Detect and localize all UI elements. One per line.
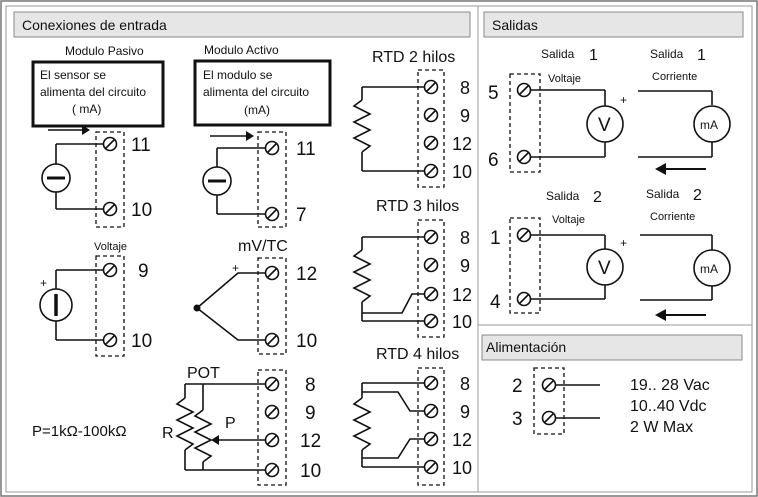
- terminal-label: 10: [131, 331, 152, 352]
- pot-r-label: R: [162, 425, 174, 442]
- passive-module-title: Modulo Pasivo: [65, 44, 144, 58]
- active-module: Modulo Activo El modulo se alimenta del …: [193, 43, 332, 228]
- output-subtitle: Voltaje: [552, 214, 585, 226]
- output-title: Salida: [650, 47, 684, 61]
- terminal-label: 8: [460, 78, 470, 98]
- passive-box-line-1: El sensor se: [40, 68, 106, 82]
- passive-module: Modulo Pasivo El sensor se alimenta del …: [31, 44, 165, 228]
- terminal-label: 10: [452, 162, 472, 182]
- output-subtitle: Corriente: [650, 211, 695, 223]
- output-title: Salida: [541, 47, 575, 61]
- terminal-label: 7: [296, 205, 307, 226]
- plus-sign: +: [232, 261, 239, 275]
- terminal-label: 8: [460, 374, 470, 394]
- output-number: 2: [693, 187, 702, 204]
- arrow-left-icon: [655, 163, 666, 175]
- rtd-4-wire: RTD 4 hilos 8 9 12 10: [353, 346, 472, 486]
- rtd-2-wire: RTD 2 hilos 8 9 12 10: [353, 49, 472, 188]
- terminal-label: 8: [460, 228, 470, 248]
- meter-label: mA: [700, 118, 718, 132]
- terminal-label: 10: [452, 312, 472, 332]
- power-spec-line-2: 10..40 Vdc: [630, 398, 707, 415]
- power-spec-line-1: 19.. 28 Vac: [630, 377, 710, 394]
- inputs-section-title: Conexiones de entrada: [22, 17, 167, 33]
- rtd-3-wire-title: RTD 3 hilos: [376, 198, 459, 215]
- pot-input-title: POT: [187, 365, 220, 382]
- terminal-label: 9: [138, 261, 149, 282]
- arrow-right-icon: [82, 125, 90, 135]
- terminal-label: 11: [296, 139, 316, 160]
- terminal-label: 5: [488, 83, 499, 104]
- mvtc-input: mV/TC + 12 10: [193, 238, 317, 355]
- terminal-label: 3: [512, 409, 523, 430]
- power-section-title: Alimentación: [486, 339, 566, 355]
- terminal-label: 10: [300, 461, 321, 482]
- active-box-line-2: alimenta del circuito: [203, 85, 309, 99]
- terminal-label: 12: [300, 431, 321, 452]
- terminal-label: 8: [305, 375, 316, 396]
- meter-label: V: [598, 258, 611, 279]
- terminal-label: 9: [460, 256, 470, 276]
- outputs-section: Salidas Salida 1 Voltaje V + 5 6 Salida …: [483, 11, 744, 321]
- arrow-right-icon: [246, 131, 254, 141]
- terminal-label: 10: [296, 331, 317, 352]
- passive-box-line-2: alimenta del circuito: [40, 85, 146, 99]
- rtd-2-wire-title: RTD 2 hilos: [372, 49, 455, 66]
- terminal-label: 9: [460, 402, 470, 422]
- output-subtitle: Voltaje: [548, 73, 581, 85]
- rtd-4-wire-title: RTD 4 hilos: [376, 346, 459, 363]
- terminal-label: 2: [512, 376, 523, 397]
- active-module-title: Modulo Activo: [204, 43, 279, 57]
- arrow-left-icon: [655, 309, 666, 321]
- wiper-arrow-icon: [211, 435, 219, 445]
- meter-label: V: [598, 115, 611, 136]
- output-1-voltage: Salida 1 Voltaje V + 5 6: [488, 47, 627, 173]
- output-1-current: Salida 1 Corriente mA: [638, 47, 731, 175]
- pot-input: POT R P 8 9 12 10 P=1kΩ-100kΩ: [32, 365, 321, 486]
- pot-range-formula: P=1kΩ-100kΩ: [32, 423, 127, 440]
- terminal-label: 10: [131, 200, 152, 221]
- terminal-label: 12: [452, 134, 472, 154]
- terminal-label: 12: [296, 264, 317, 285]
- inputs-section: Conexiones de entrada Modulo Pasivo El s…: [13, 11, 472, 486]
- terminal-label: 9: [305, 403, 316, 424]
- voltage-input: Voltaje + 9 10: [39, 241, 152, 357]
- passive-box-line-3: ( mA): [72, 102, 101, 116]
- thermocouple-junction-icon: [193, 304, 201, 312]
- output-2-current: Salida 2 Corriente mA: [640, 187, 731, 321]
- power-spec-line-3: 2 W Max: [630, 419, 693, 436]
- terminal-label: 1: [490, 228, 501, 249]
- meter-label: mA: [700, 262, 718, 276]
- output-subtitle: Corriente: [652, 71, 697, 83]
- terminal-label: 6: [488, 150, 499, 171]
- active-box-line-1: El modulo se: [203, 68, 273, 82]
- terminal-label: 12: [452, 285, 472, 305]
- power-section: Alimentación 2 3 19.. 28 Vac 10..40 Vdc …: [481, 334, 743, 436]
- outputs-section-title: Salidas: [492, 17, 538, 33]
- output-2-voltage: Salida 2 Voltaje V + 1 4: [490, 189, 627, 314]
- plus-sign: +: [620, 93, 627, 107]
- voltage-input-title: Voltaje: [94, 241, 127, 253]
- plus-sign: +: [40, 276, 47, 290]
- output-title: Salida: [546, 189, 580, 203]
- terminal-label: 9: [460, 106, 470, 126]
- output-number: 1: [697, 47, 706, 64]
- active-box-line-3: (mA): [244, 103, 270, 117]
- pot-p-label: P: [225, 415, 236, 432]
- plus-sign: +: [620, 236, 627, 250]
- terminal-label: 4: [490, 292, 501, 313]
- terminal-label: 10: [452, 458, 472, 478]
- output-number: 2: [593, 189, 602, 206]
- terminal-label: 12: [452, 430, 472, 450]
- output-number: 1: [589, 47, 598, 64]
- terminal-label: 11: [131, 135, 151, 156]
- rtd-3-wire: RTD 3 hilos 8 9 12 10: [353, 198, 472, 338]
- output-title: Salida: [646, 187, 680, 201]
- mvtc-input-title: mV/TC: [238, 238, 288, 255]
